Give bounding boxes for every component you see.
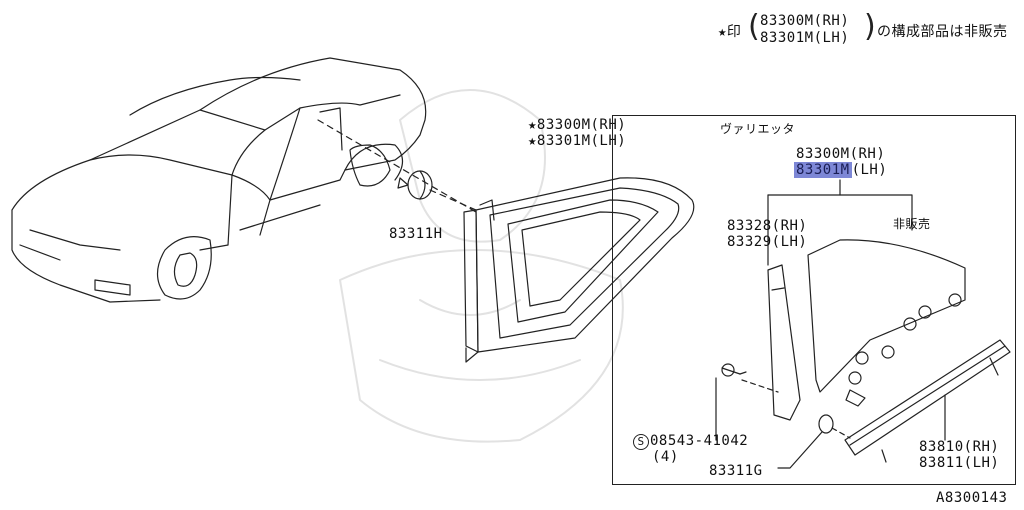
variation-box-title: ヴァリエッタ (720, 122, 796, 136)
legend-part-rh: 83300M(RH) (760, 13, 850, 29)
weatherstrip-lh-label[interactable]: 83329(LH) (727, 234, 808, 250)
quarter-glass-art (463, 177, 695, 363)
rail-rh-label[interactable]: 83810(RH) (919, 439, 1000, 455)
watermark-crest (339, 89, 624, 443)
variation-box (612, 115, 1016, 485)
weatherstrip-rh-label[interactable]: 83328(RH) (727, 218, 808, 234)
rail-lh-label[interactable]: 83811(LH) (919, 455, 1000, 471)
assembly-rh-label[interactable]: 83300M(RH) (796, 146, 886, 162)
assembly-lh-suffix: (LH) (851, 162, 888, 178)
screw-quantity-label: (4) (652, 449, 679, 465)
main-part-rh-label[interactable]: ★83300M(RH) (528, 117, 627, 133)
assembly-lh-highlight[interactable]: 83301M (794, 162, 852, 178)
clip-83311g-label[interactable]: 83311G (709, 463, 763, 479)
clip-83311h-art (397, 170, 433, 200)
not-sold-label: 非販売 (893, 217, 931, 231)
legend-paren-close: ) (864, 9, 876, 44)
car-illustration (11, 57, 427, 303)
legend-star-mark: ★印 (718, 24, 742, 40)
legend-suffix: の構成部品は非販売 (877, 24, 1008, 40)
assembly-lh-label[interactable]: 83301M(LH) (794, 162, 887, 178)
main-part-lh-label[interactable]: ★83301M(LH) (528, 133, 627, 149)
guide-lines (317, 119, 477, 213)
clip-83311h-label[interactable]: 83311H (389, 226, 443, 242)
diagram-code: A8300143 (936, 490, 1008, 506)
screw-s-badge: S (633, 434, 649, 450)
legend-paren-open: ( (748, 9, 760, 44)
screw-number-text: 08543-41042 (650, 433, 749, 449)
legend-part-lh: 83301M(LH) (760, 30, 850, 46)
variation-parts-art (715, 179, 1011, 469)
